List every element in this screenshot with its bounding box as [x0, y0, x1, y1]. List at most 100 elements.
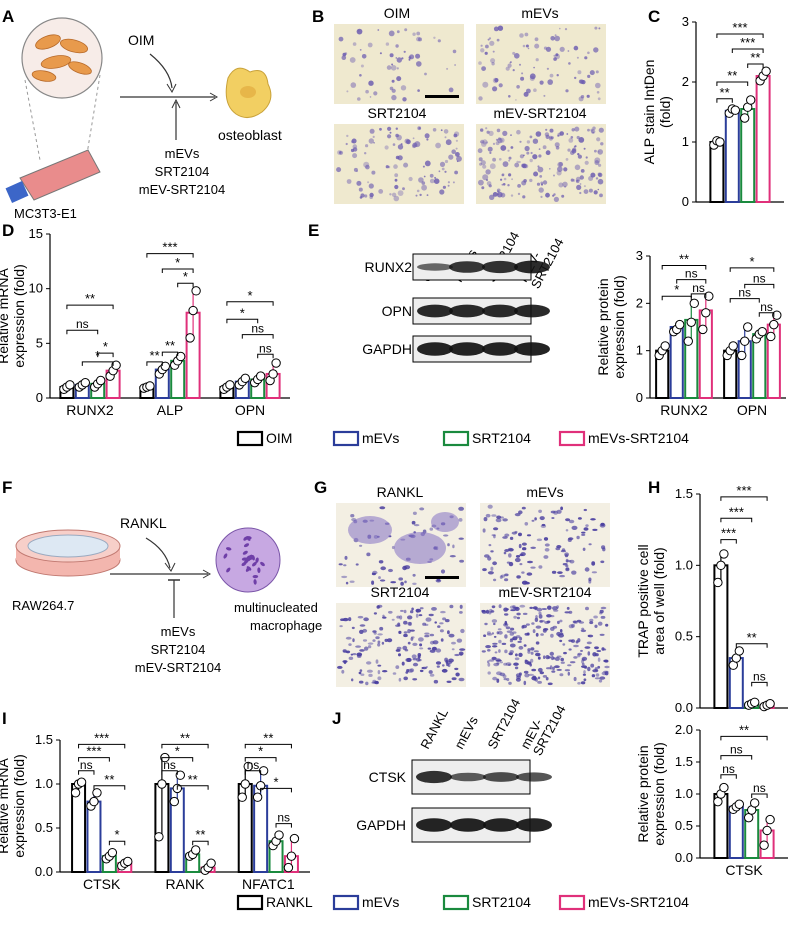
cell-dot [600, 606, 607, 610]
stain-dot [339, 151, 342, 154]
cell-dot [516, 612, 521, 616]
cell-dot [379, 579, 386, 582]
cell-dot [595, 673, 600, 677]
cell-dot [504, 649, 508, 654]
sig-bracket [78, 757, 110, 762]
stain-dot [478, 96, 483, 101]
sig-bracket [93, 785, 126, 790]
cell-dot [535, 625, 542, 629]
cell-dot [538, 509, 542, 513]
y-tick-label: 3 [682, 14, 689, 29]
cell-dot [581, 533, 586, 536]
blot-row-label: RUNX2 [365, 259, 413, 275]
data-point [713, 796, 723, 807]
cell-dot [542, 675, 548, 678]
sig-label: *** [162, 240, 177, 255]
stain-dot [530, 151, 533, 155]
stain-dot [455, 147, 458, 150]
nucleus [260, 561, 265, 567]
sig-bracket [146, 253, 194, 258]
stain-dot [577, 154, 583, 159]
letter-D: D [2, 221, 14, 240]
osteoclast-blob [348, 516, 392, 544]
stain-dot [390, 65, 397, 71]
cell-dot [546, 620, 551, 624]
stain-dot [387, 134, 392, 139]
stain-dot [500, 178, 503, 181]
stain-dot [479, 162, 483, 166]
sig-bracket [275, 823, 292, 828]
cell-dot [424, 634, 430, 638]
stain-dot [480, 128, 484, 132]
stain-dot [342, 52, 347, 57]
cell-dot [398, 677, 402, 682]
cell-dot [581, 531, 586, 534]
stain-dot [519, 154, 525, 159]
cell-dot [499, 661, 503, 664]
cell-dot [427, 647, 432, 650]
sig-bracket [78, 743, 126, 749]
data-point [252, 792, 263, 802]
cell-dot [372, 630, 377, 633]
sig-bracket [751, 681, 768, 687]
cell-dot [446, 680, 452, 683]
data-point [157, 779, 167, 789]
cell-dot [500, 516, 504, 519]
stain-dot [502, 161, 509, 168]
sig-label: ns [80, 758, 93, 772]
letter-E: E [308, 221, 319, 240]
cell-dot [341, 669, 345, 674]
cell-dot [584, 567, 590, 572]
scale-bar-g [425, 576, 459, 579]
cell-dot [605, 623, 609, 627]
bar [755, 75, 771, 203]
cell-dot [407, 621, 412, 626]
data-point [683, 336, 693, 346]
cell-dot [495, 518, 502, 523]
b-image-mevs [476, 24, 606, 104]
cell-dot [578, 621, 585, 624]
cell-dot [587, 634, 591, 638]
cell-dot [505, 662, 512, 666]
stain-dot [456, 160, 459, 163]
cell-dot [580, 649, 583, 652]
cell-dot [362, 639, 368, 642]
stain-dot [496, 191, 503, 198]
cell-dot [506, 630, 513, 633]
cell-dot [366, 669, 373, 673]
cell-dot [400, 581, 404, 586]
f-treat-1: mEVs [161, 624, 196, 639]
sig-bracket [661, 295, 692, 301]
y-tick-label: 1 [636, 343, 643, 358]
cell-dot [458, 506, 464, 511]
y-tick-label: 0.5 [675, 818, 693, 833]
nucleus [241, 561, 247, 567]
stain-dot [497, 193, 499, 196]
stain-dot [553, 57, 557, 61]
cell-dot [514, 657, 520, 661]
data-point [283, 862, 294, 873]
sig-bracket [729, 267, 775, 272]
blot-row-label: GAPDH [356, 817, 406, 833]
stain-dot [359, 49, 362, 51]
sig-label: * [274, 774, 279, 789]
cell-dot [589, 618, 594, 622]
cell-dot [549, 665, 553, 670]
cell-dot [526, 572, 533, 576]
stain-dot [597, 188, 600, 191]
legend-label: SRT2104 [472, 430, 531, 446]
sig-label: ns [738, 286, 751, 300]
data-point [271, 358, 281, 368]
cell-dot [366, 552, 371, 557]
stain-dot [529, 178, 533, 183]
cell-dot [496, 662, 500, 665]
nucleus [245, 566, 250, 572]
cell-dot [515, 555, 521, 558]
y-tick-label: 3 [636, 248, 643, 263]
cell-dot [536, 607, 543, 612]
cell-dot [412, 573, 416, 577]
sig-label: ns [247, 758, 260, 772]
cell-dot [459, 611, 463, 614]
stain-dot [595, 70, 599, 74]
